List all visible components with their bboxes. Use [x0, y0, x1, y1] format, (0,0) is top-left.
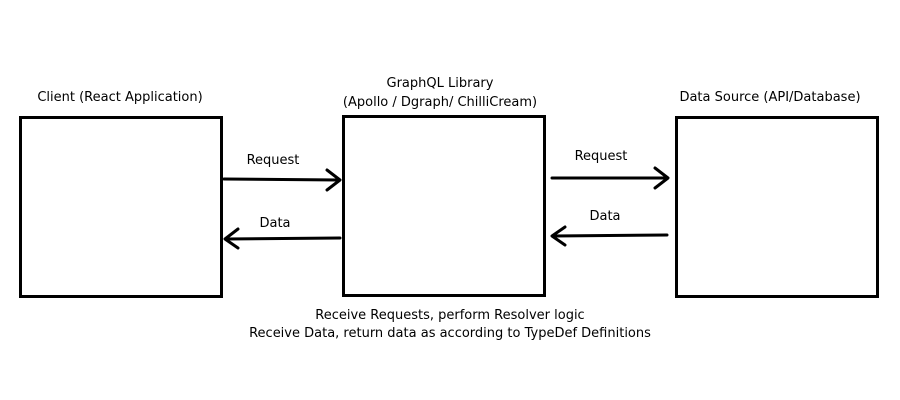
- library-title-line2: (Apollo / Dgraph/ ChilliCream): [342, 95, 538, 110]
- client-box: [19, 116, 223, 298]
- caption-line2: Receive Data, return data as according t…: [249, 326, 651, 341]
- library-title-line1: GraphQL Library: [386, 76, 494, 91]
- arrow-label-client-data: Data: [259, 216, 291, 231]
- arrow-source-to-library: [550, 225, 669, 247]
- arrow-label-client-request: Request: [246, 153, 300, 168]
- client-title: Client (React Application): [37, 90, 203, 105]
- datasource-title: Data Source (API/Database): [679, 90, 861, 105]
- caption-line1: Receive Requests, perform Resolver logic: [315, 308, 585, 323]
- arrow-client-to-library: [222, 168, 342, 192]
- datasource-box: [675, 116, 879, 298]
- arrow-label-source-data: Data: [589, 209, 621, 224]
- arrow-label-source-request: Request: [574, 149, 628, 164]
- arrow-library-to-source: [550, 166, 670, 190]
- library-box: [342, 115, 546, 297]
